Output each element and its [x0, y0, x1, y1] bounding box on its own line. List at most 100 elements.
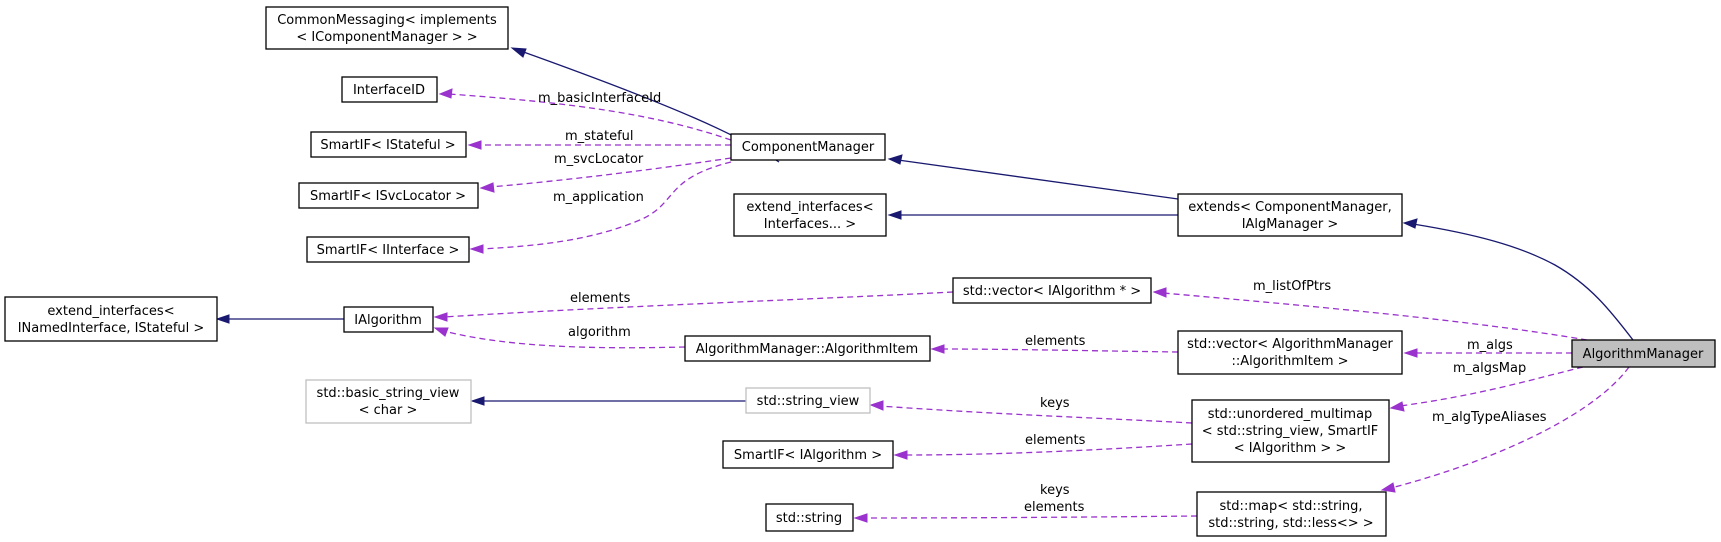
arrowhead-usage-icon — [1389, 401, 1405, 412]
node-smartif-ialgorithm[interactable]: SmartIF< IAlgorithm > — [722, 440, 894, 469]
arrowhead-usage-icon — [1403, 348, 1418, 358]
node-smartif-isvclocator[interactable]: SmartIF< ISvcLocator > — [298, 182, 479, 209]
edge-label-item-elements: elements — [1025, 334, 1086, 349]
node-common-messaging[interactable]: CommonMessaging< implements < IComponent… — [265, 6, 509, 50]
arrowhead-usage-icon — [479, 182, 495, 193]
node-label-line: < std::string_view, SmartIF — [1202, 424, 1379, 439]
edge-m-application — [479, 161, 732, 250]
node-label-line: SmartIF< IInterface > — [317, 243, 460, 258]
arrowhead-usage-icon — [1380, 482, 1396, 493]
node-component-manager[interactable]: ComponentManager — [730, 133, 886, 161]
node-label-line: std::vector< IAlgorithm * > — [963, 284, 1141, 299]
node-label-line: SmartIF< ISvcLocator > — [310, 189, 466, 204]
node-label-line: std::string, std::less<> > — [1208, 516, 1373, 531]
node-label-line: std::unordered_multimap — [1208, 407, 1373, 422]
node-label-line: IAlgManager > — [1242, 217, 1339, 232]
node-label-line: extend_interfaces< — [746, 200, 873, 215]
node-label-line: SmartIF< IAlgorithm > — [734, 448, 882, 463]
node-label-line: std::map< std::string, — [1219, 499, 1362, 514]
node-vector-algorithm-item[interactable]: std::vector< AlgorithmManager ::Algorith… — [1177, 330, 1403, 375]
node-string-view[interactable]: std::string_view — [745, 387, 871, 414]
arrowhead-usage-icon — [467, 140, 482, 150]
node-std-string[interactable]: std::string — [765, 503, 854, 532]
nodes: CommonMessaging< implements < IComponent… — [4, 6, 1716, 537]
node-label-line: ComponentManager — [742, 140, 875, 155]
node-label-line: INamedInterface, IStateful > — [18, 321, 205, 336]
node-label-line: IAlgorithm — [354, 313, 422, 328]
node-label-line: AlgorithmManager::AlgorithmItem — [696, 342, 918, 357]
edge-algorithmmanager-to-extends — [1412, 223, 1634, 341]
arrowhead-usage-icon — [930, 344, 945, 354]
node-label-line: std::string_view — [757, 394, 860, 409]
edge-map-keys-elements — [863, 515, 1198, 519]
arrowhead-usage-icon — [469, 244, 484, 254]
node-extend-interfaces-named[interactable]: extend_interfaces< INamedInterface, ISta… — [4, 296, 218, 342]
node-smartif-iinterface[interactable]: SmartIF< IInterface > — [306, 236, 470, 263]
edge-label-m-basicinterfaceid: m_basicInterfaceId — [538, 91, 661, 106]
node-unordered-multimap[interactable]: std::unordered_multimap < std::string_vi… — [1191, 399, 1390, 463]
edge-label-multimap-elements: elements — [1025, 433, 1086, 448]
node-extends-component-manager[interactable]: extends< ComponentManager, IAlgManager > — [1177, 193, 1403, 237]
edge-label-m-listofptrs: m_listOfPtrs — [1253, 279, 1331, 294]
edge-label-map-elements: elements — [1024, 500, 1085, 515]
edge-label-map-keys: keys — [1040, 483, 1070, 498]
edge-label-vector-elements: elements — [570, 291, 631, 306]
edge-labels: m_basicInterfaceId m_stateful m_svcLocat… — [538, 91, 1547, 515]
edges — [215, 47, 1634, 523]
edge-label-m-application: m_application — [553, 190, 644, 205]
edge-label-m-algs: m_algs — [1467, 338, 1513, 353]
arrowhead-usage-icon — [438, 88, 453, 99]
edge-m-basicinterfaceid — [448, 93, 732, 141]
node-label-line: std::vector< AlgorithmManager — [1187, 337, 1393, 352]
node-label-line: Interfaces... > — [764, 217, 856, 232]
edge-label-m-svclocator: m_svcLocator — [554, 152, 644, 167]
arrowhead-inheritance-icon — [887, 210, 902, 220]
edge-label-m-stateful: m_stateful — [565, 129, 634, 144]
node-ialgorithm[interactable]: IAlgorithm — [343, 306, 434, 333]
node-label-line: < IComponentManager > > — [296, 30, 477, 45]
arrowhead-inheritance-icon — [470, 396, 485, 406]
edge-keys — [879, 405, 1193, 424]
node-algorithm-item[interactable]: AlgorithmManager::AlgorithmItem — [684, 335, 931, 362]
edge-vector-elements — [443, 291, 954, 318]
node-label-line: AlgorithmManager — [1583, 347, 1704, 362]
arrowhead-usage-icon — [1152, 287, 1167, 298]
node-label-line: < char > — [359, 403, 418, 418]
edge-m-algtypealiases — [1390, 366, 1630, 489]
arrowhead-inheritance-icon — [215, 314, 230, 324]
arrowhead-usage-icon — [853, 513, 868, 523]
arrowhead-usage-icon — [869, 400, 884, 411]
node-smartif-istateful[interactable]: SmartIF< IStateful > — [310, 131, 467, 158]
edge-label-algorithm: algorithm — [568, 325, 631, 340]
node-label-line: ::AlgorithmItem > — [1231, 354, 1348, 369]
arrowhead-inheritance-icon — [510, 47, 527, 58]
node-vector-ialgorithm-ptr[interactable]: std::vector< IAlgorithm * > — [952, 277, 1152, 304]
node-algorithm-manager[interactable]: AlgorithmManager — [1571, 339, 1716, 368]
edge-item-elements — [940, 348, 1179, 353]
node-label-line: InterfaceID — [353, 83, 425, 98]
node-label-line: std::string — [776, 511, 842, 526]
edge-label-m-algsmap: m_algsMap — [1453, 361, 1526, 376]
edge-algorithm — [443, 330, 686, 349]
edge-m-algsmap — [1399, 366, 1584, 407]
arrowhead-usage-icon — [433, 327, 449, 337]
edge-m-svclocator — [489, 157, 732, 188]
arrowhead-inheritance-icon — [887, 154, 903, 165]
node-std-map[interactable]: std::map< std::string, std::string, std:… — [1196, 491, 1387, 537]
node-interface-id[interactable]: InterfaceID — [341, 76, 438, 103]
node-label-line: std::basic_string_view — [317, 386, 460, 401]
edge-m-listofptrs — [1162, 292, 1588, 341]
node-basic-string-view[interactable]: std::basic_string_view < char > — [305, 379, 472, 424]
edge-extends-to-componentmanager — [897, 159, 1179, 200]
node-label-line: extend_interfaces< — [47, 304, 174, 319]
node-label-line: CommonMessaging< implements — [277, 13, 497, 28]
edge-label-keys: keys — [1040, 396, 1070, 411]
edge-label-m-algtypealiases: m_algTypeAliases — [1432, 410, 1547, 425]
edge-multimap-elements — [903, 443, 1193, 456]
arrowhead-usage-icon — [433, 312, 448, 322]
node-label-line: extends< ComponentManager, — [1188, 200, 1391, 215]
node-extend-interfaces-variadic[interactable]: extend_interfaces< Interfaces... > — [733, 193, 887, 237]
arrowhead-inheritance-icon — [1402, 218, 1418, 229]
node-label-line: < IAlgorithm > > — [1234, 441, 1347, 456]
